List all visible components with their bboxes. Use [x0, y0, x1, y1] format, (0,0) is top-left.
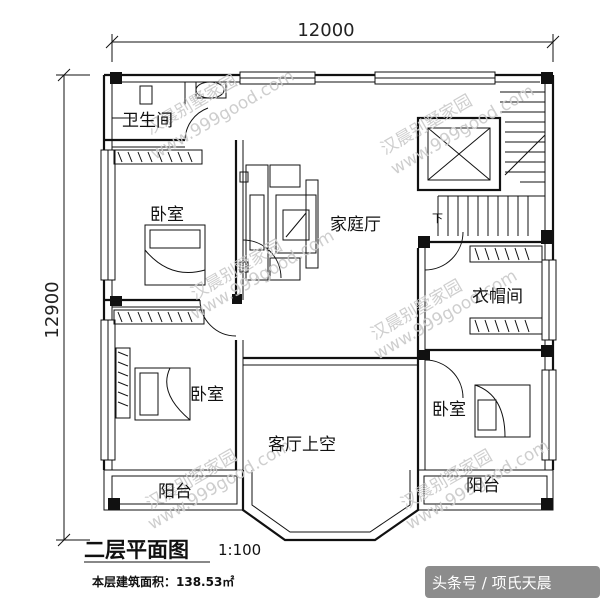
bed-se [474, 384, 531, 438]
stair-down-mark: 下 [432, 212, 443, 225]
credit-badge [425, 566, 600, 598]
room-label-living-void: 客厅上空 [268, 435, 336, 455]
room-label-cloakroom: 衣帽间 [472, 287, 523, 307]
bathroom-fixtures [112, 81, 227, 119]
balconies [103, 469, 554, 511]
top-dimension: 12000 [105, 20, 560, 62]
room-label-bathroom: 卫生间 [122, 111, 173, 131]
room-label-balcony-left: 阳台 [158, 482, 192, 502]
room-label-family-hall: 家庭厅 [330, 215, 381, 235]
room-label-balcony-right: 阳台 [466, 476, 500, 496]
living-void-bay [241, 470, 420, 542]
floor-area: 本层建筑面积：138.53㎡ [92, 574, 234, 589]
room-label-bedroom-se: 卧室 [432, 400, 466, 420]
width-dimension-label: 12000 [297, 20, 354, 41]
height-dimension-label: 12900 [42, 281, 63, 338]
bed-nw [144, 224, 206, 286]
exterior-walls [100, 71, 557, 470]
drawing-title: 二层平面图 [84, 538, 189, 562]
sofa-set [239, 164, 319, 281]
stair-and-elevator: 下 [416, 91, 546, 236]
bed-sw [134, 367, 191, 421]
interior-walls [104, 82, 545, 470]
left-dimension: 12900 [42, 68, 90, 547]
drawing-scale: 1:100 [218, 541, 261, 559]
credit-text: 头条号 / 项氏天晨 [432, 574, 552, 592]
room-label-bedroom-sw: 卧室 [190, 385, 224, 405]
room-label-bedroom-nw: 卧室 [150, 205, 184, 225]
wardrobes [113, 149, 543, 419]
